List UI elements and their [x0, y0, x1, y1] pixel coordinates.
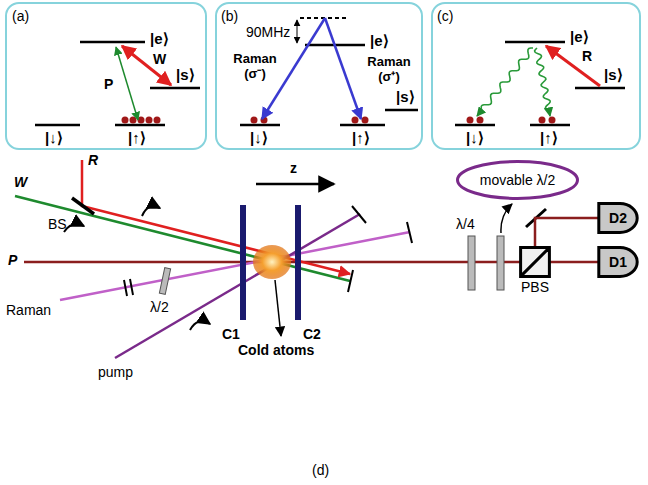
state-label: |↓⟩: [466, 129, 484, 146]
z-axis-arrow: [256, 183, 334, 186]
part-label: W: [14, 174, 27, 190]
part-label: Raman: [6, 302, 51, 318]
move-arrow: [501, 204, 512, 233]
level-scheme-c: [455, 42, 625, 125]
level-panel: (b) 90MHz |e⟩ Raman (σ⁻) Raman (σ⁺) |s⟩ |↓⟩ |↑⟩: [215, 2, 423, 150]
atom-dots: [251, 117, 369, 124]
state-label: |↑⟩: [352, 129, 370, 146]
component-label: D2: [609, 210, 627, 226]
transition-label: Raman (σ⁻): [231, 52, 279, 82]
detector: D1: [598, 247, 638, 277]
transition-label: (c): [437, 8, 453, 24]
quarter-wave-plate: [468, 236, 475, 290]
detuning-arrow: [297, 20, 298, 43]
polarizing-beam-splitter-outline: [520, 247, 550, 277]
part-label: λ/2: [150, 299, 169, 315]
movable-plate-oval: movable λ/2: [455, 160, 580, 200]
state-label: |s⟩: [396, 88, 415, 105]
transition-label: R: [582, 48, 592, 64]
beam-splitter: [72, 198, 94, 214]
state-label: |e⟩: [150, 30, 169, 47]
part-label: R: [88, 152, 98, 168]
part-label: λ/4: [456, 216, 475, 232]
half-wave-plate: [497, 236, 504, 290]
spontaneous-emission: [477, 48, 533, 116]
beam-blocks: [348, 206, 412, 292]
detector-shape: [599, 204, 637, 233]
cavity-mirror: [295, 205, 301, 320]
part-label: P: [8, 252, 17, 268]
part-label: (d): [312, 462, 329, 478]
raman-beam-plus: [325, 18, 361, 119]
beam-connector: [550, 261, 598, 264]
detector: D2: [598, 203, 638, 233]
state-label: |↓⟩: [45, 129, 63, 146]
state-label: |↓⟩: [250, 129, 268, 146]
cavity-mirror: [240, 205, 246, 320]
pump-beam: [115, 214, 360, 358]
state-label: |↑⟩: [540, 129, 558, 146]
state-label: |e⟩: [570, 28, 589, 45]
level-panel: (a) |e⟩ W |s⟩ P |↓⟩ |↑⟩: [5, 2, 207, 150]
cold-atom-cloud: [253, 245, 291, 279]
transition-label: W: [153, 51, 166, 67]
read-transition: [546, 46, 600, 86]
raman-iris: [124, 279, 133, 296]
half-wave-plate: [159, 268, 170, 295]
polarization-arrows: [64, 206, 210, 330]
transition-label: P: [104, 76, 113, 92]
raman-beam: [60, 232, 410, 300]
component-label: D1: [609, 254, 627, 270]
part-label: Cold atoms: [238, 342, 314, 358]
movable-plate-oval-shape: [458, 162, 578, 199]
part-label: C1: [222, 326, 240, 342]
polarizing-beam-splitter-shape: [521, 248, 550, 277]
detector-shape: [599, 248, 637, 277]
leader-arrow: [275, 280, 281, 336]
component-label: movable λ/2: [480, 172, 555, 188]
read-beam: [82, 160, 350, 274]
state-label: |s⟩: [604, 66, 623, 83]
part-label: C2: [303, 326, 321, 342]
level-panel: (c) |e⟩ R |s⟩ |↓⟩ |↑⟩: [431, 2, 641, 150]
beam-connector: [535, 218, 598, 247]
component-label: PBS: [521, 279, 549, 295]
state-label: |↑⟩: [128, 129, 146, 146]
write-transition: [122, 46, 171, 85]
part-label: BS: [48, 216, 67, 232]
state-label: |e⟩: [370, 32, 389, 49]
spontaneous-emission: [535, 48, 551, 116]
level-scheme-a: [35, 42, 200, 125]
atom-dots: [467, 117, 556, 124]
transition-label: Raman (σ⁺): [365, 55, 413, 85]
part-label: pump: [98, 364, 133, 380]
state-label: |s⟩: [176, 66, 195, 83]
transition-label: (a): [12, 8, 29, 24]
transition-label: 90MHz: [246, 24, 290, 40]
polarizing-beam-splitter: PBS: [520, 247, 550, 277]
atom-dots: [122, 117, 161, 124]
part-label: z: [290, 160, 297, 176]
transition-label: (b): [221, 8, 238, 24]
